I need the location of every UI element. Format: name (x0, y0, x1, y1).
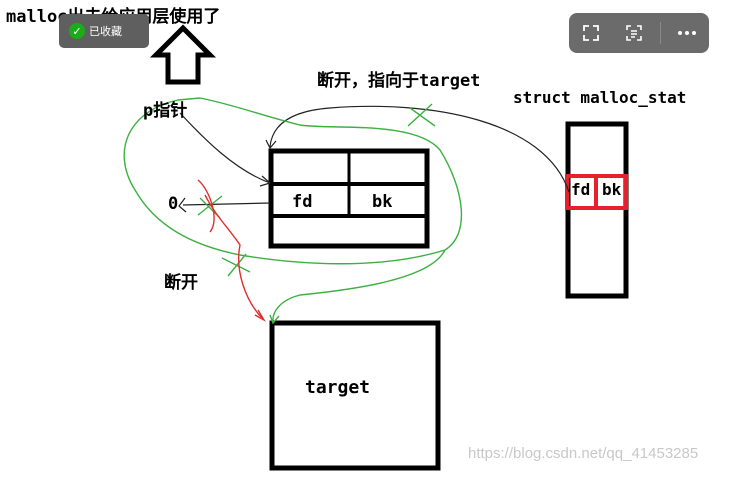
saved-badge-label: 已收藏 (89, 25, 122, 38)
chunk-box (268, 148, 430, 249)
pointer-label: p指针 (143, 101, 188, 121)
struct-name-label: struct malloc_stat (513, 88, 687, 107)
saved-badge[interactable]: ✓ 已收藏 (59, 14, 149, 48)
ocr-text-icon (626, 25, 642, 41)
disconnect-top-label: 断开，指向于target (317, 71, 481, 91)
disconnect-bottom-label: 断开 (164, 273, 198, 293)
red-path (197, 179, 266, 322)
check-icon: ✓ (69, 23, 85, 39)
target-label: target (305, 377, 371, 398)
struct-box (565, 121, 629, 299)
zero-label: 0 (168, 194, 179, 214)
more-icon (678, 31, 697, 35)
more-button[interactable] (670, 18, 704, 48)
struct-bk-label: bk (602, 180, 622, 199)
fullscreen-icon (582, 25, 599, 41)
image-toolbar (569, 13, 709, 53)
toolbar-separator (660, 22, 662, 44)
struct-fd-label: fd (571, 180, 591, 199)
chunk-bk-label: bk (372, 192, 393, 212)
chunk-fd-label: fd (292, 192, 313, 212)
watermark: https://blog.csdn.net/qq_41453285 (468, 445, 699, 462)
fullscreen-button[interactable] (574, 18, 608, 48)
target-box (269, 320, 441, 471)
pointer-lines (178, 105, 570, 213)
ocr-text-button[interactable] (617, 18, 651, 48)
up-arrow-icon (149, 24, 217, 85)
